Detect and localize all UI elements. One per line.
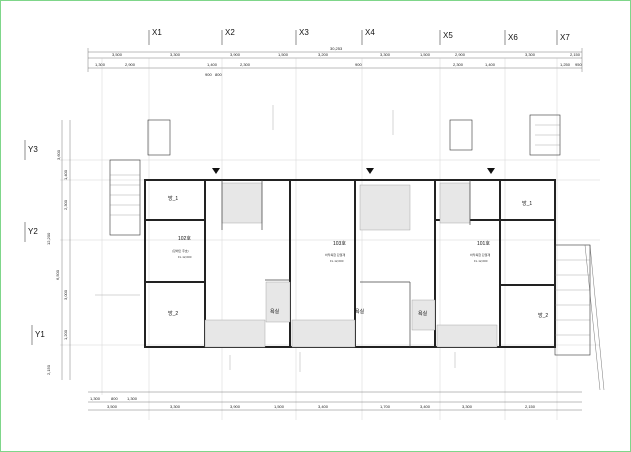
dimension-left-3: 2,300 [63,199,68,210]
room-label-unit-103: 103호 [333,241,346,247]
room-label-bedroom2-left: 방_2 [168,310,178,317]
dimension-bottom-1: 3,500 [107,404,118,409]
room-label-bedroom1-right: 방_1 [522,200,532,207]
left-dimension-values: 3,600 1,400 2,300 12,200 6,500 3,000 1,2… [46,149,68,375]
dimension-bottom-sub-2: 800 [111,396,118,401]
grid-row-labels: Y3 Y2 Y1 [28,145,45,339]
dimension-sub-2: 2,900 [125,62,136,67]
dimension-top-5: 3,200 [318,52,329,57]
dimension-sub-1: 1,300 [95,62,106,67]
dimension-bottom-2: 3,300 [170,404,181,409]
room-sub-unit-101: 바닥복합 단열재 [470,252,490,257]
dimension-top-10: 2,150 [570,52,581,57]
dimension-left-1: 3,600 [56,149,61,160]
room-label-unit-101: 101호 [477,241,490,247]
room-label-bath-mid: 욕실 [355,308,365,315]
guide-lines [60,58,600,420]
room-label-bath-left: 욕실 [270,308,280,315]
grid-label-y3: Y3 [28,145,38,154]
grid-row-markers [24,140,33,345]
dimension-sub-10: 1,250 [560,62,571,67]
dimension-sub-9: 1,400 [485,62,496,67]
entrance-markers [212,168,495,174]
grid-label-x1: X1 [152,28,162,37]
dimension-top-1: 3,500 [112,52,123,57]
dimension-top-4: 1,500 [278,52,289,57]
dimension-sub-8: 2,300 [453,62,464,67]
grid-label-x7: X7 [560,33,570,42]
dimension-overall-top: 30,253 [330,46,343,51]
dimension-left-7: 1,200 [63,329,68,340]
bottom-dimension-values: 1,300 800 1,300 3,500 3,300 3,900 1,500 … [90,396,536,409]
dimension-top-6: 3,300 [380,52,391,57]
dimension-sub-11: 950 [575,62,582,67]
room-label-bath-right: 욕실 [418,310,428,317]
grid-label-x5: X5 [443,31,453,40]
stair-treads [110,124,590,336]
dimension-top-8: 2,900 [455,52,466,57]
dimension-bottom-9: 2,150 [525,404,536,409]
dimension-bottom-6: 1,700 [380,404,391,409]
room-label-bedroom2-right: 방_2 [538,312,548,319]
dimension-bottom-3: 3,900 [230,404,241,409]
bottom-dimension-lines [88,391,582,411]
dimension-top-2: 3,300 [170,52,181,57]
room-sub-unit-102: (장애인 주호) [172,248,189,253]
grid-label-x3: X3 [299,28,309,37]
room-sub-unit-103: 바닥복합 단열재 [325,252,345,257]
grid-label-x6: X6 [508,33,518,42]
annotation-leaders [95,105,456,372]
dimension-top-9: 3,300 [525,52,536,57]
ramp-railing [584,244,605,391]
dimension-sub-5: 900 [205,72,212,77]
dimension-left-2: 1,400 [63,169,68,180]
dimension-bottom-8: 3,300 [462,404,473,409]
grid-column-labels: X1 X2 X3 X4 X5 X6 X7 [152,28,570,42]
top-dimension-lines [87,48,583,72]
grid-label-y2: Y2 [28,227,38,236]
room-label-unit-102: 102호 [178,236,191,242]
dimension-top-7: 1,500 [420,52,431,57]
dimension-left-6: 3,000 [63,289,68,300]
dimension-left-8: 2,150 [46,364,51,375]
dimension-top-3: 3,900 [230,52,241,57]
wet-areas [204,182,498,348]
room-label-bedroom1-left: 방_1 [168,195,178,202]
grid-label-y1: Y1 [35,330,45,339]
stair-cores [109,114,591,356]
top-dimension-values: 3,500 3,300 3,900 1,500 3,200 3,300 1,50… [112,52,581,57]
dimension-bottom-sub-3: 1,300 [127,396,138,401]
grid-column-markers [148,30,558,45]
dimension-bottom-4: 1,500 [274,404,285,409]
dimension-left-4: 12,200 [46,232,51,245]
dimension-sub-4: 2,300 [240,62,251,67]
dimension-sub-6: 800 [215,72,222,77]
dimension-sub-7: 900 [355,62,362,67]
dimension-sub-3: 1,400 [207,62,218,67]
grid-label-x2: X2 [225,28,235,37]
room-level-unit-102: FL 12,000 [178,255,192,259]
grid-label-x4: X4 [365,28,375,37]
left-dimension-lines [61,120,71,380]
dimension-bottom-5: 3,400 [318,404,329,409]
interior-partitions [221,180,471,347]
dimension-bottom-sub-1: 1,300 [90,396,101,401]
room-level-unit-101: FL 12,000 [474,259,488,263]
room-level-unit-103: FL 12,000 [330,259,344,263]
top-sub-dimension-values: 1,300 2,900 1,400 2,300 900 800 900 2,30… [95,62,582,77]
room-labels: 방_1 102호 (장애인 주호) FL 12,000 방_2 욕실 103호 … [168,195,548,319]
dimension-left-5: 6,500 [55,269,60,280]
dimension-bottom-7: 3,400 [420,404,431,409]
